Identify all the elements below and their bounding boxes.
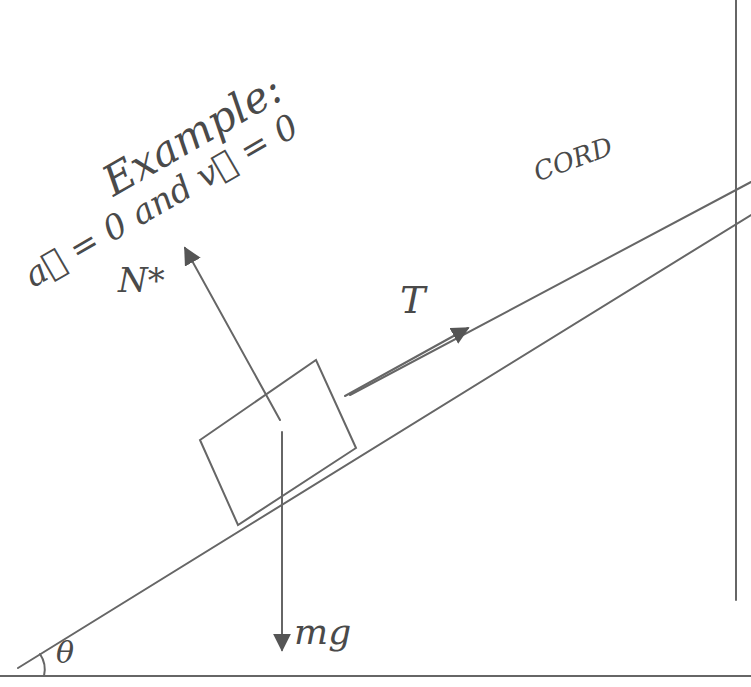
- angle-arc: [40, 654, 45, 676]
- wall-line: [735, 0, 737, 600]
- tension-label: T: [400, 280, 425, 322]
- tension-arrow: [345, 328, 468, 396]
- block: [200, 360, 356, 525]
- ground-line: [0, 675, 751, 677]
- normal-force-label: N*: [118, 262, 165, 299]
- cord-line: [350, 182, 751, 395]
- angle-label: θ: [56, 636, 74, 669]
- normal-force-arrow: [185, 248, 280, 420]
- weight-arrow: [281, 432, 283, 650]
- cord-label: CORD: [530, 132, 616, 187]
- incline-surface: [18, 215, 751, 668]
- weight-label: mg: [294, 612, 351, 652]
